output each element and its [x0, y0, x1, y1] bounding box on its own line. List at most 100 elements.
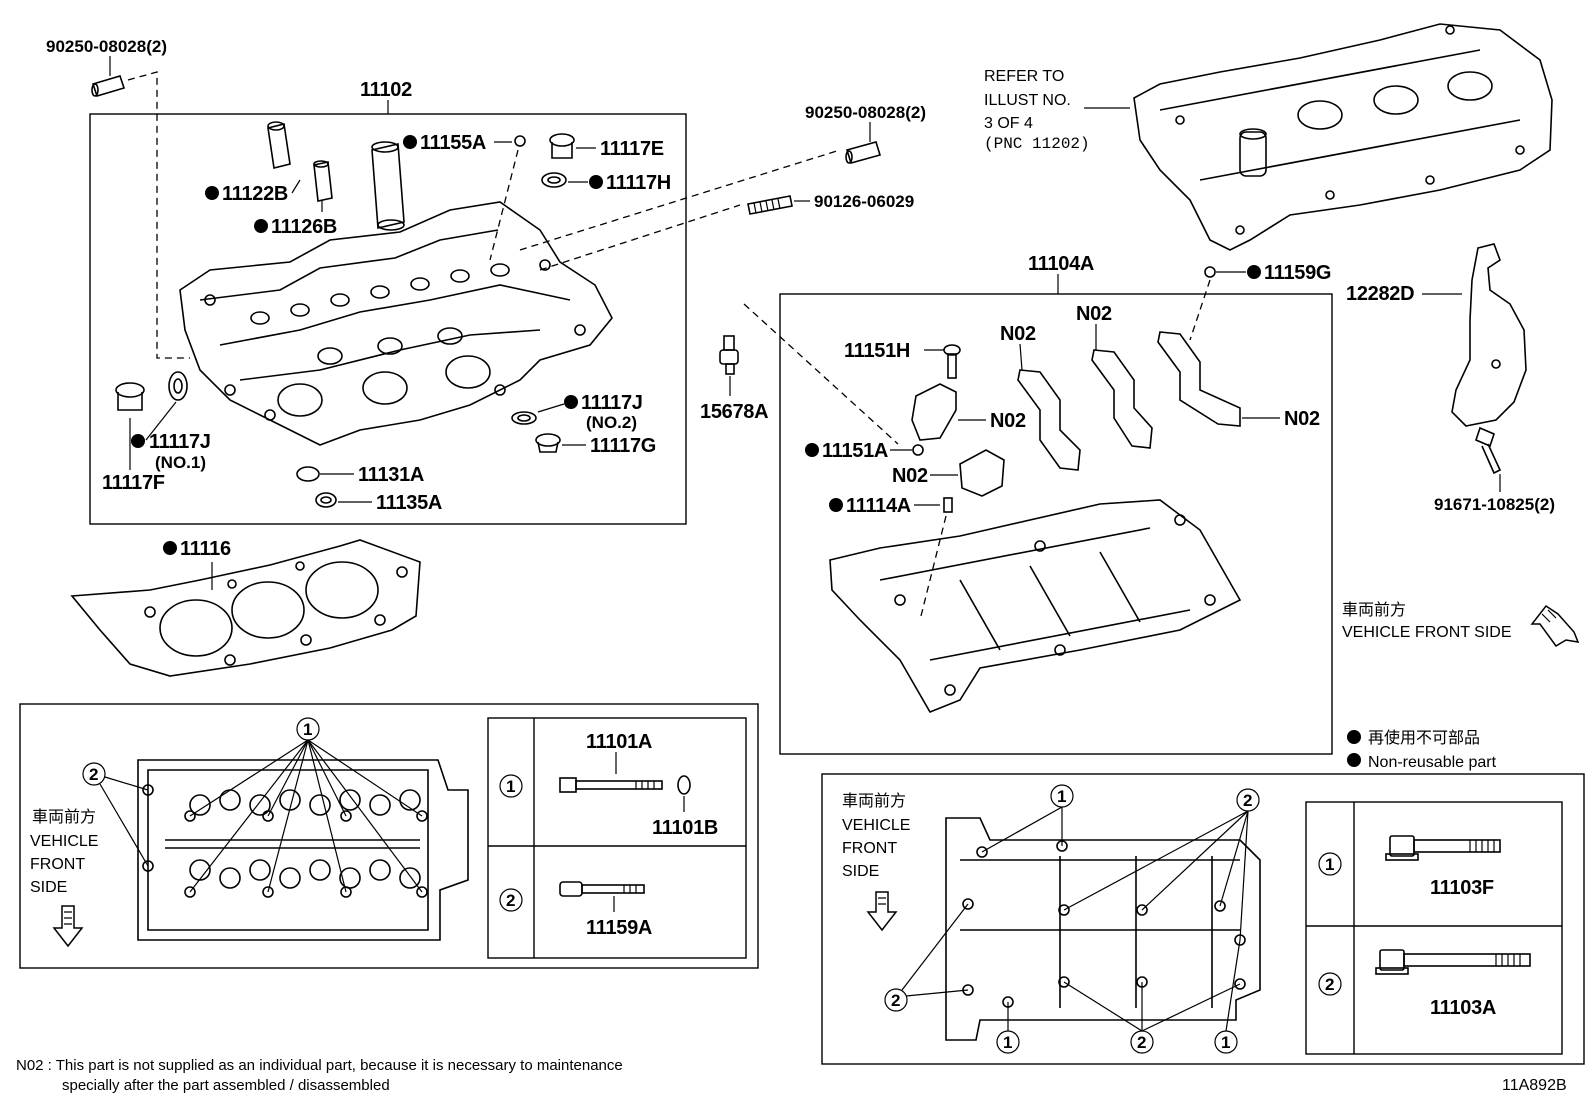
label-no2: (NO.2) — [586, 413, 637, 432]
bolt-11159A[interactable] — [559, 881, 645, 897]
plug-11117E[interactable] — [549, 133, 575, 159]
callout-1-cam-top: 1 — [981, 784, 1074, 853]
nonreusable-dot-11117H — [589, 175, 603, 189]
washer-11151A[interactable] — [912, 444, 924, 456]
label-90126-06029[interactable]: 90126-06029 — [814, 192, 914, 211]
label-11126B[interactable]: 11126B — [271, 216, 337, 238]
cam-housing-drawing[interactable] — [829, 499, 1242, 714]
seal-11155A[interactable] — [514, 135, 526, 147]
label-11151A[interactable]: 11151A — [822, 440, 888, 462]
bolt-11151H[interactable] — [943, 344, 961, 379]
legend-dot-jp — [1347, 730, 1361, 744]
guide-11126B[interactable] — [313, 160, 333, 202]
label-11116[interactable]: 11116 — [180, 538, 231, 560]
label-11117E[interactable]: 11117E — [600, 138, 664, 160]
pin-11114A[interactable] — [943, 497, 953, 513]
cam-cover-drawing[interactable] — [1133, 23, 1553, 251]
arrow-down-icon — [52, 905, 84, 948]
bearing-cap-n02-3[interactable] — [1157, 331, 1241, 427]
nonreusable-dot-11151A — [805, 443, 819, 457]
label-11103A[interactable]: 11103A — [1430, 997, 1496, 1019]
label-11135A[interactable]: 11135A — [376, 492, 442, 514]
label-11117H[interactable]: 11117H — [606, 172, 671, 194]
bolt-11101A[interactable] — [559, 777, 663, 793]
cylinder-head-drawing[interactable] — [179, 201, 613, 446]
plug-11131A[interactable] — [296, 466, 320, 482]
seal-11117J-no1[interactable] — [168, 371, 188, 401]
front-side-side-left: SIDE — [30, 879, 67, 896]
head-gasket-11116[interactable] — [70, 539, 421, 677]
cam-housing-plan-view — [945, 817, 1261, 1041]
bearing-cap-n02-1[interactable] — [1017, 369, 1081, 471]
label-11117J-no2[interactable]: 11117J — [581, 392, 643, 414]
seal-11135A[interactable] — [315, 492, 337, 508]
nonreusable-dot-11117J-no1 — [131, 434, 145, 448]
label-11151H[interactable]: 11151H — [844, 340, 910, 362]
dowel-pin-right[interactable] — [845, 141, 882, 164]
bearing-cap-n02-5[interactable] — [959, 449, 1005, 497]
label-91671-10825[interactable]: 91671-10825(2) — [1434, 495, 1555, 514]
label-n02-c[interactable]: N02 — [1284, 408, 1320, 430]
front-side-side-br: SIDE — [842, 863, 879, 880]
label-12282D[interactable]: 12282D — [1346, 283, 1415, 305]
table-row-1-marker: 1 — [506, 777, 515, 796]
label-11159G[interactable]: 11159G — [1264, 262, 1331, 284]
plug-11117F[interactable] — [115, 382, 145, 411]
label-11155A[interactable]: 11155A — [420, 132, 486, 154]
footnote-line1: N02 : This part is not supplied as an in… — [16, 1057, 623, 1074]
label-90250-08028-right[interactable]: 90250-08028(2) — [805, 103, 926, 122]
label-15678A[interactable]: 15678A — [700, 401, 769, 423]
bracket-12282D[interactable] — [1451, 243, 1527, 427]
bolt-91671[interactable] — [1475, 426, 1502, 475]
seal-11117J-no2[interactable] — [511, 411, 537, 425]
front-side-vehicle-br: VEHICLE — [842, 817, 910, 834]
label-11101B[interactable]: 11101B — [652, 817, 718, 839]
stud-90126[interactable] — [747, 195, 793, 215]
label-n02-b[interactable]: N02 — [1076, 303, 1112, 325]
cam-table-row-2-marker: 2 — [1325, 975, 1334, 994]
cam-housing-frame — [779, 293, 1333, 755]
label-11104A[interactable]: 11104A — [1028, 253, 1094, 275]
legend-dot-en — [1347, 753, 1361, 767]
label-n02-d[interactable]: N02 — [990, 410, 1026, 432]
label-11117J-no1[interactable]: 11117J — [149, 431, 211, 453]
label-n02-e[interactable]: N02 — [892, 465, 928, 487]
label-11117F[interactable]: 11117F — [102, 472, 165, 494]
label-11159A[interactable]: 11159A — [586, 917, 652, 939]
guide-11122B[interactable] — [267, 121, 291, 169]
label-11101A[interactable]: 11101A — [586, 731, 652, 753]
nonreusable-dot-11155A — [403, 135, 417, 149]
label-11103F[interactable]: 11103F — [1430, 877, 1494, 899]
plug-11117G[interactable] — [535, 433, 561, 453]
callout-2-head: 2 — [82, 762, 149, 867]
footnote-line2: specially after the part assembled / dis… — [62, 1077, 390, 1094]
front-side-jp-right: 車両前方 — [1342, 601, 1406, 619]
nonreusable-dot-11117J-no2 — [564, 395, 578, 409]
front-side-front-br: FRONT — [842, 840, 897, 857]
label-90250-08028-left[interactable]: 90250-08028(2) — [46, 37, 167, 56]
label-n02-a[interactable]: N02 — [1000, 323, 1036, 345]
seal-11117H[interactable] — [541, 172, 567, 188]
nonreusable-dot-11159G — [1247, 265, 1261, 279]
dowel-pin-left[interactable] — [91, 75, 126, 97]
tube-11102[interactable] — [371, 141, 405, 231]
plug-15678A[interactable] — [719, 335, 739, 375]
bolt-11103F[interactable] — [1385, 835, 1501, 861]
label-11114A[interactable]: 11114A — [846, 495, 911, 517]
valve-bores — [250, 263, 510, 365]
arrow-diagonal-icon — [1530, 604, 1580, 647]
washer-11101B[interactable] — [677, 775, 691, 795]
label-11102[interactable]: 11102 — [360, 79, 412, 101]
label-11117G[interactable]: 11117G — [590, 435, 656, 457]
front-side-jp-left: 車両前方 — [32, 808, 96, 826]
label-11131A[interactable]: 11131A — [358, 464, 424, 486]
seal-11159G[interactable] — [1204, 266, 1216, 278]
callout-2-cam-top: 2 — [1063, 788, 1260, 941]
head-bolt-table — [487, 717, 747, 959]
bolt-11103A[interactable] — [1375, 949, 1531, 975]
bearing-cap-n02-4[interactable] — [911, 383, 957, 441]
bearing-cap-n02-2[interactable] — [1091, 349, 1153, 449]
label-11122B[interactable]: 11122B — [222, 183, 288, 205]
refer-line2: ILLUST NO. — [984, 92, 1071, 109]
